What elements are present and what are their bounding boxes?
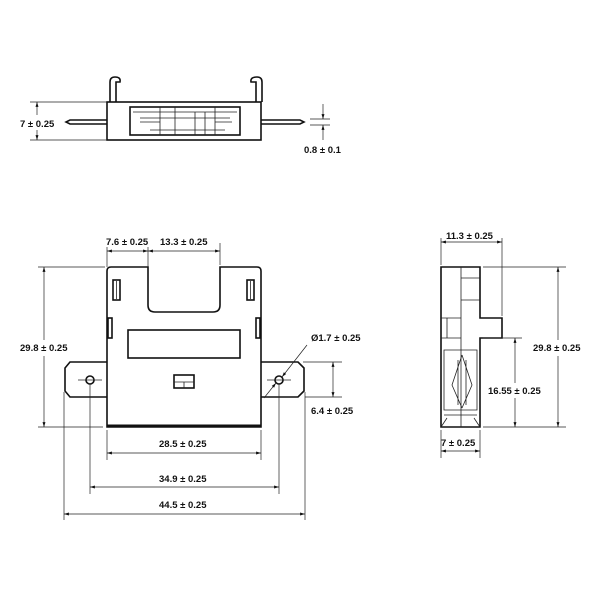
tab-width-label: 6.4 ± 0.25 — [311, 406, 354, 417]
left-hook — [109, 76, 121, 102]
side-body — [440, 266, 503, 428]
label-window — [127, 329, 241, 359]
top-height-label: 7 ± 0.25 — [20, 119, 55, 130]
left-lead — [64, 119, 107, 125]
top-inner — [129, 106, 241, 136]
top-view: 7 ± 0.25 0.8 ± 0.1 — [20, 76, 342, 156]
notch-width-label: 13.3 ± 0.25 — [160, 237, 208, 248]
top-body — [106, 101, 262, 141]
front-view: 7.6 ± 0.25 13.3 ± 0.25 29.8 ± 0.25 Ø1.7 … — [20, 237, 361, 520]
overall-width-label: 44.5 ± 0.25 — [159, 500, 207, 511]
body-width-label: 28.5 ± 0.25 — [159, 439, 207, 450]
side-view: 11.3 ± 0.25 29.8 ± 0.25 16.55 ± 0.25 7 ±… — [440, 231, 581, 458]
side-height-label: 29.8 ± 0.25 — [533, 343, 581, 354]
front-height-label: 29.8 ± 0.25 — [20, 343, 68, 354]
base-depth-label: 7 ± 0.25 — [441, 438, 476, 449]
right-tab — [261, 361, 305, 398]
left-offset-label: 7.6 ± 0.25 — [106, 237, 149, 248]
lead-thickness-label: 0.8 ± 0.1 — [304, 145, 342, 156]
left-slot — [112, 279, 121, 301]
hole-pitch-label: 34.9 ± 0.25 — [159, 474, 207, 485]
front-body — [106, 266, 262, 428]
hole-diameter-label: Ø1.7 ± 0.25 — [311, 333, 361, 344]
right-lead — [261, 119, 306, 125]
right-hook — [250, 76, 263, 102]
left-tab — [64, 361, 107, 398]
right-slot — [246, 279, 255, 301]
step-height-label: 16.55 ± 0.25 — [488, 386, 541, 397]
side-depth-label: 11.3 ± 0.25 — [446, 231, 494, 242]
